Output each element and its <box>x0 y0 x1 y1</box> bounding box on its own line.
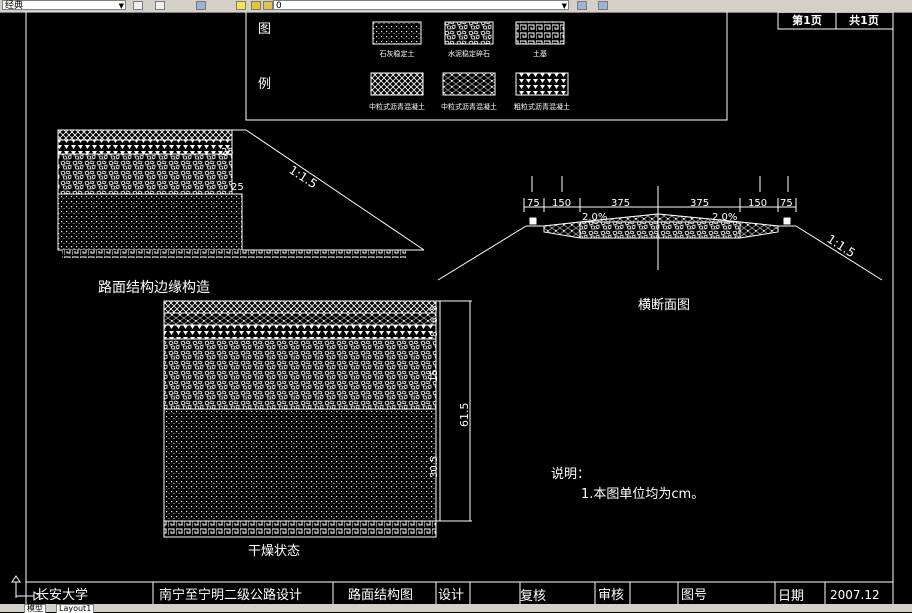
layer-manager-icon[interactable] <box>196 1 206 10</box>
legend-swatch-lime-soil <box>372 21 422 45</box>
tb-date-label: 日期 <box>778 589 804 604</box>
tb-number: 图号 <box>681 588 707 603</box>
legend-label-2: 水泥稳定碎石 <box>448 49 490 58</box>
chevron-down-icon: ▼ <box>118 2 124 10</box>
edge-detail: 25 25 1:1.5 路面结构边缘构造 <box>57 129 425 296</box>
legend-swatch-coarse-asphalt <box>515 72 569 96</box>
dry-dim-4: 15 <box>429 369 440 382</box>
make-current-layer-icon[interactable] <box>577 1 587 10</box>
tab-model[interactable]: 模型 <box>24 604 46 613</box>
cross-section <box>437 176 883 281</box>
legend-title-bottom: 例 <box>258 77 271 92</box>
dry-total: 61.5 <box>458 403 471 428</box>
notes-title: 说明： <box>551 467 590 482</box>
legend-swatch-cement-gravel <box>444 21 494 45</box>
cs-width-2: 150 <box>552 198 571 209</box>
page-current: 第1页 <box>792 13 822 27</box>
cs-slope-label: 1:1.5 <box>824 232 857 260</box>
text-style-value: 经典 <box>5 1 24 11</box>
cs-grade-right: 2.0% <box>712 212 737 223</box>
dry-dim-1: 5 <box>430 305 440 311</box>
notes: 说明： 1.本图单位均为cm。 <box>551 467 704 502</box>
cs-width-5: 150 <box>748 198 767 209</box>
cross-section-labels: 75 150 375 375 150 75 2.0% 2.0% 1:1.5 横断… <box>527 198 858 313</box>
table-style-icon[interactable] <box>155 1 165 10</box>
cs-width-6: 75 <box>780 198 793 209</box>
drawing-canvas[interactable]: 第1页 共1页 图 例 石灰稳定土 水泥稳定碎石 土基 中粒式沥青混凝土 中粒式… <box>0 12 912 604</box>
legend-label-3: 土基 <box>533 49 547 58</box>
dry-dim-3: 8 <box>430 331 440 337</box>
sun-icon[interactable] <box>251 1 261 10</box>
page-box: 第1页 共1页 <box>777 12 894 30</box>
cs-grade-left: 2.0% <box>582 212 607 223</box>
legend-swatch-medium-asphalt-1 <box>370 72 424 96</box>
text-style-combo[interactable]: 经典 ▼ <box>2 0 126 11</box>
tb-review: 复核 <box>520 589 546 604</box>
edge-dim-2: 25 <box>231 182 244 193</box>
toolbar: 经典 ▼ 0 ▼ <box>0 0 912 13</box>
legend-title-top: 图 <box>258 22 271 37</box>
title-block: 长安大学 南宁至宁明二级公路设计 路面结构图 设计 复核 审核 图号 日期 20… <box>36 582 880 604</box>
cs-caption: 横断面图 <box>638 298 690 313</box>
tb-project: 南宁至宁明二级公路设计 <box>159 587 302 603</box>
layer-combo[interactable]: 0 ▼ <box>273 0 569 11</box>
dimension-style-icon[interactable] <box>133 1 143 10</box>
legend-swatch-medium-asphalt-2 <box>442 72 496 96</box>
layer-previous-icon[interactable] <box>598 1 608 10</box>
legend: 图 例 石灰稳定土 水泥稳定碎石 土基 中粒式沥青混凝土 中粒式沥青混凝土 粗粒… <box>245 12 728 121</box>
tb-school: 长安大学 <box>36 587 88 603</box>
page-total: 共1页 <box>849 13 879 27</box>
tb-design: 设计 <box>438 588 464 603</box>
lock-icon[interactable] <box>263 1 273 10</box>
legend-label-4: 中粒式沥青混凝土 <box>369 102 425 111</box>
tab-layout1[interactable]: Layout1 <box>56 604 95 613</box>
ucs-icon <box>11 575 41 601</box>
chevron-down-icon: ▼ <box>561 2 567 10</box>
legend-label-5: 中粒式沥青混凝土 <box>441 102 497 111</box>
dry-dim-2: 6 <box>430 317 440 323</box>
tb-drawing: 路面结构图 <box>348 587 413 603</box>
legend-label-1: 石灰稳定土 <box>380 49 415 58</box>
dry-section: 5 6 8 15 30.5 61.5 干燥状态 <box>163 300 472 559</box>
edge-caption: 路面结构边缘构造 <box>98 280 210 296</box>
cs-width-1: 75 <box>527 198 540 209</box>
legend-label-6: 粗粒式沥青混凝土 <box>514 102 570 111</box>
edge-slope-label: 1:1.5 <box>286 163 319 191</box>
tb-approve: 审核 <box>598 588 624 603</box>
cs-width-3: 375 <box>611 198 630 209</box>
dry-caption: 干燥状态 <box>248 544 300 559</box>
dry-dim-5: 30.5 <box>429 456 440 478</box>
notes-line-1: 1.本图单位均为cm。 <box>581 487 704 502</box>
legend-swatch-subgrade <box>515 21 565 45</box>
edge-dim-1: 25 <box>221 147 234 158</box>
lightbulb-icon[interactable] <box>236 1 246 10</box>
tb-date: 2007.12 <box>830 588 880 602</box>
layer-value: 0 <box>276 1 282 11</box>
layout-tabs: 模型 Layout1 <box>0 604 912 613</box>
cs-width-4: 375 <box>690 198 709 209</box>
